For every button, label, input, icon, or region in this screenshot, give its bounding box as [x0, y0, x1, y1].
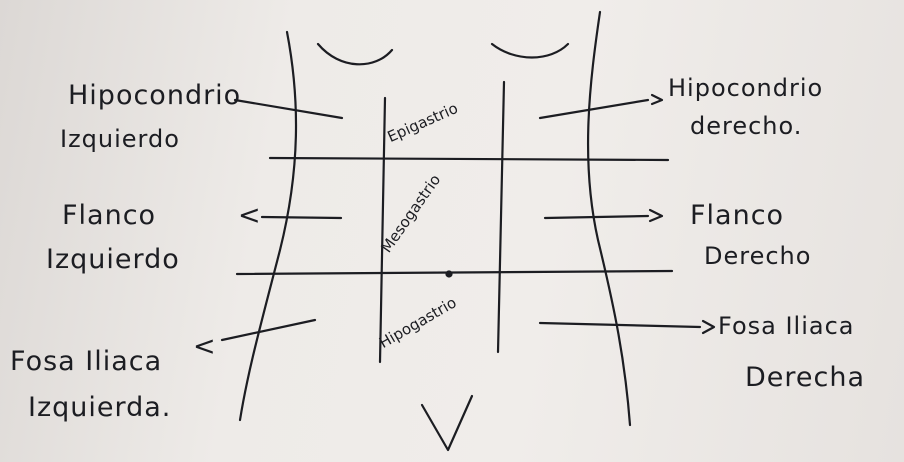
label-flanco-izquierdo-1: Flanco: [62, 200, 156, 231]
arrow-head-flanco-derecho: [650, 210, 662, 221]
navel-dot: [447, 272, 452, 277]
arrow-fosa-izquierda: <: [193, 331, 217, 362]
label-hipocondrio-izquierdo-2: Izquierdo: [60, 125, 180, 153]
label-fosa-izquierda-2: Izquierda.: [28, 392, 171, 423]
leader-fosa-izquierda: [222, 320, 315, 340]
label-flanco-derecho-1: Flanco: [690, 200, 784, 231]
arrow-head-fosa-derecha: [703, 321, 714, 333]
leader-hipocondrio-izquierdo: [235, 100, 342, 118]
label-fosa-izquierda-1: Fosa Iliaca: [10, 346, 162, 377]
label-fosa-derecha-1: Fosa Iliaca: [718, 312, 855, 340]
leader-fosa-derecha: [540, 323, 700, 327]
chest-curve-right: [492, 44, 568, 58]
label-flanco-derecho-2: Derecho: [704, 242, 811, 270]
label-flanco-izquierdo-2: Izquierdo: [46, 244, 180, 275]
chest-curve-left: [318, 44, 392, 64]
label-fosa-derecha-2: Derecha: [745, 362, 865, 393]
label-hipocondrio-derecho-2: derecho.: [690, 112, 802, 140]
leader-flanco-derecho: [545, 216, 648, 218]
grid-vertical-left: [380, 98, 385, 362]
lower-v-mark: [422, 396, 472, 450]
label-hipocondrio-izquierdo-1: Hipocondrio: [68, 80, 241, 111]
label-hipocondrio-derecho-1: Hipocondrio: [668, 74, 823, 102]
grid-vertical-right: [498, 82, 504, 352]
leader-hipocondrio-derecho: [540, 100, 648, 118]
leader-flanco-izquierdo: [262, 217, 341, 218]
grid-horizontal-top: [270, 158, 668, 160]
torso-right-outline: [588, 12, 630, 425]
arrow-head-hipocondrio-derecho: [652, 95, 662, 104]
arrow-flanco-izquierdo: <: [238, 200, 262, 231]
